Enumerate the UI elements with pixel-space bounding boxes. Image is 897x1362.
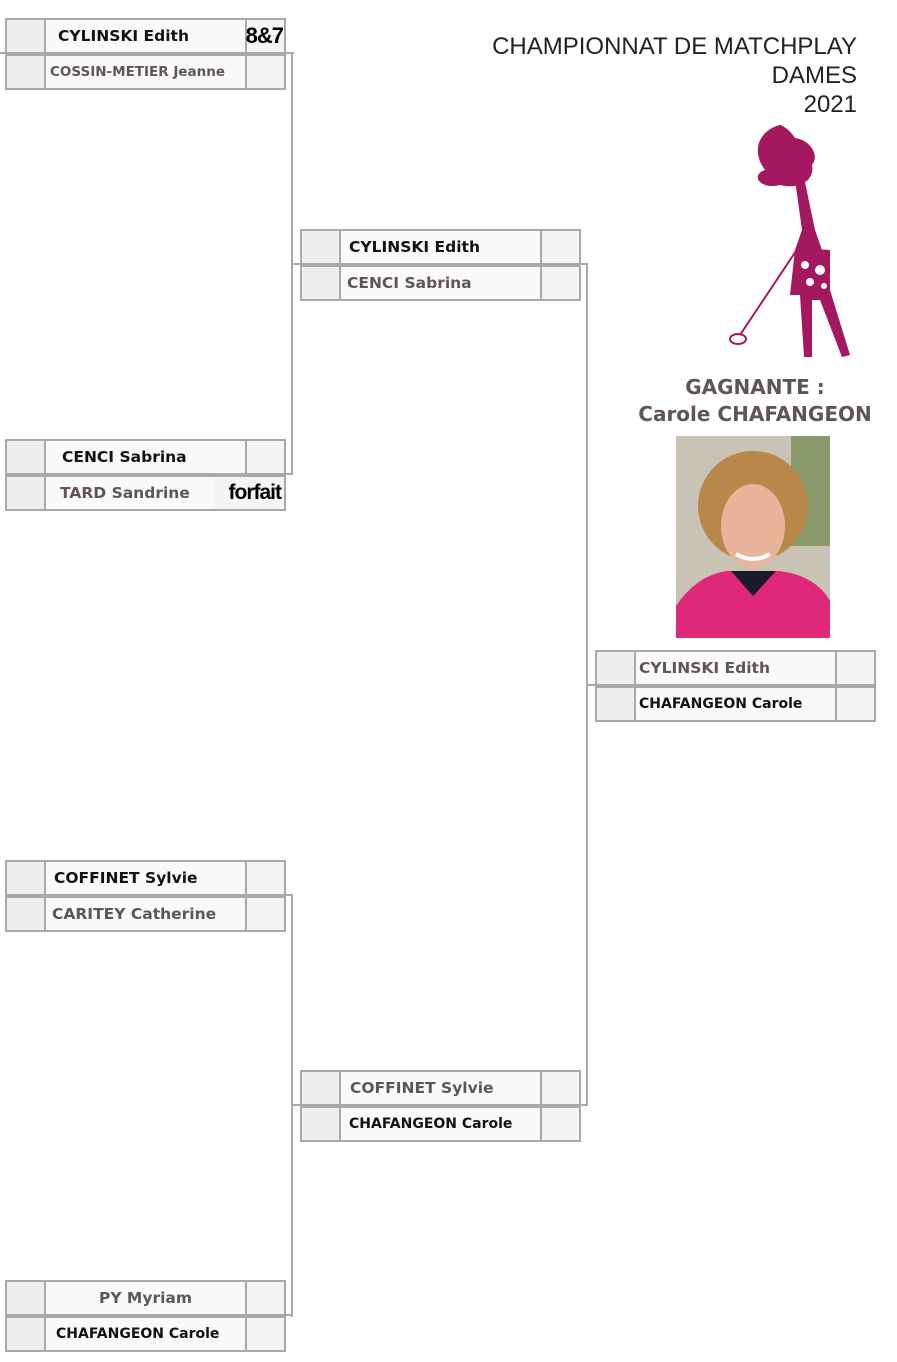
title-line: CHAMPIONNAT DE MATCHPLAY <box>492 33 857 60</box>
seed-cell <box>5 1316 46 1352</box>
player-name: COSSIN-METIER Jeanne <box>44 54 247 90</box>
player-name: CHAFANGEON Carole <box>634 686 837 722</box>
winner-photo <box>676 436 830 638</box>
player-name: CENCI Sabrina <box>339 265 542 301</box>
score-cell <box>540 1070 581 1106</box>
seed-cell <box>300 1070 341 1106</box>
title-line: DAMES <box>771 62 857 89</box>
score-cell: 8&7 <box>245 18 286 54</box>
match-slot: CENCI Sabrina <box>300 265 581 301</box>
match-slot: COFFINET Sylvie <box>5 860 286 896</box>
match-slot: COFFINET Sylvie <box>300 1070 581 1106</box>
match-slot: PY Myriam <box>5 1280 286 1316</box>
player-name: COFFINET Sylvie <box>339 1070 542 1106</box>
player-name: CYLINSKI Edith <box>634 650 837 686</box>
player-name: CHAFANGEON Carole <box>339 1106 542 1142</box>
seed-cell <box>300 1106 341 1142</box>
score-cell <box>245 1316 286 1352</box>
score-cell <box>245 860 286 896</box>
score-cell <box>835 686 876 722</box>
player-name: CENCI Sabrina <box>44 439 247 475</box>
match-slot: CHAFANGEON Carole <box>5 1316 286 1352</box>
score-cell: forfait <box>213 475 286 511</box>
winner-label: GAGNANTE : <box>685 375 825 399</box>
match-slot: CENCI Sabrina <box>5 439 286 475</box>
player-name: COFFINET Sylvie <box>44 860 247 896</box>
bracket-line <box>579 1104 588 1106</box>
score-cell <box>540 229 581 265</box>
seed-cell <box>5 896 46 932</box>
winner-name: Carole CHAFANGEON <box>638 402 872 426</box>
championship-title: CHAMPIONNAT DE MATCHPLAY DAMES 2021 <box>492 32 857 119</box>
player-name: PY Myriam <box>44 1280 247 1316</box>
match-slot: CARITEY Catherine <box>5 896 286 932</box>
golfer-logo-icon <box>729 125 850 357</box>
match-slot: CYLINSKI Edith <box>300 229 581 265</box>
seed-cell <box>595 650 636 686</box>
bracket-line <box>284 473 293 475</box>
bracket-line <box>291 263 303 265</box>
bracket-line <box>284 894 293 896</box>
player-name: TARD Sandrine <box>44 475 215 511</box>
player-name: CYLINSKI Edith <box>44 18 247 54</box>
seed-cell <box>5 1280 46 1316</box>
match-slot: CHAFANGEON Carole <box>595 686 876 722</box>
score-cell <box>540 1106 581 1142</box>
player-name: CARITEY Catherine <box>44 896 247 932</box>
seed-cell <box>300 265 341 301</box>
score-cell <box>835 650 876 686</box>
bracket-line <box>291 1104 303 1106</box>
seed-cell <box>5 439 46 475</box>
bracket-line <box>586 684 598 686</box>
bracket-line <box>284 1314 293 1316</box>
score-cell <box>245 439 286 475</box>
bracket-line <box>579 263 588 265</box>
match-slot: COSSIN-METIER Jeanne <box>5 54 286 90</box>
score-cell <box>540 265 581 301</box>
match-slot: CYLINSKI Edith <box>595 650 876 686</box>
winner-announcement: GAGNANTE : Carole CHAFANGEON <box>620 374 890 428</box>
seed-cell <box>595 686 636 722</box>
player-name: CYLINSKI Edith <box>339 229 542 265</box>
seed-cell <box>300 229 341 265</box>
score-cell <box>245 896 286 932</box>
player-name: CHAFANGEON Carole <box>44 1316 247 1352</box>
score-cell <box>245 54 286 90</box>
match-slot: CHAFANGEON Carole <box>300 1106 581 1142</box>
score-cell <box>245 1280 286 1316</box>
seed-cell <box>5 54 46 90</box>
seed-cell <box>5 475 46 511</box>
title-line: 2021 <box>803 91 857 118</box>
seed-cell <box>5 18 46 54</box>
seed-cell <box>5 860 46 896</box>
